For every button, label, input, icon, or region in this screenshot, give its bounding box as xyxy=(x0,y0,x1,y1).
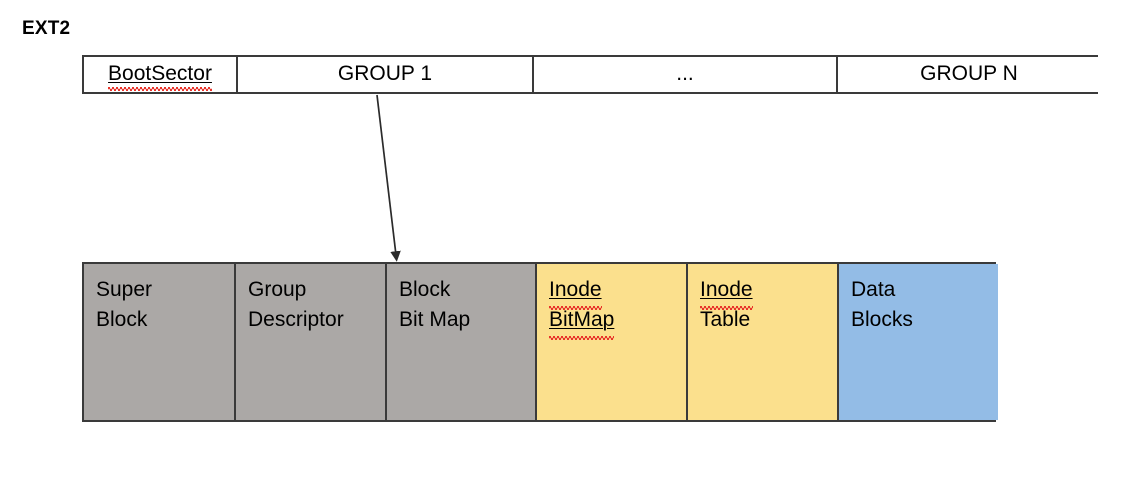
block-group-cell-line1: Data xyxy=(851,278,896,301)
volume-cell-group-n: GROUP N xyxy=(838,57,1100,92)
block-group-cell-line2: Table xyxy=(700,307,751,331)
block-group-cell-line2: Block xyxy=(96,307,148,331)
block-group-cell-line2: BitMap xyxy=(549,305,615,340)
block-group-cell-line1: Block xyxy=(399,278,451,301)
volume-cell-bootsector: BootSector xyxy=(84,57,238,92)
block-group-cell-line1: Group xyxy=(248,278,307,301)
page-title: EXT2 xyxy=(22,18,71,39)
volume-cell-label: BootSector xyxy=(108,62,212,91)
block-group-cell-line1: Inode xyxy=(549,275,602,310)
block-group-cell-line2: Descriptor xyxy=(248,307,344,331)
ext2-volume-layout-strip: BootSector GROUP 1... GROUP N xyxy=(82,55,1100,94)
block-group-cell-line1: Super xyxy=(96,278,153,301)
volume-cell-label: GROUP N xyxy=(920,62,1018,86)
block-group-cell-line1: Inode xyxy=(700,275,753,310)
volume-cell-label: ... xyxy=(676,62,694,86)
volume-cell-cell: ... xyxy=(534,57,838,92)
volume-cell-label: GROUP 1 xyxy=(337,62,433,86)
volume-cell-group-1: GROUP 1 xyxy=(238,57,534,92)
block-group-cell-line2: Blocks xyxy=(851,307,913,331)
arrow-line xyxy=(376,94,401,262)
block-group-cell-line2: Bit Map xyxy=(399,307,471,331)
